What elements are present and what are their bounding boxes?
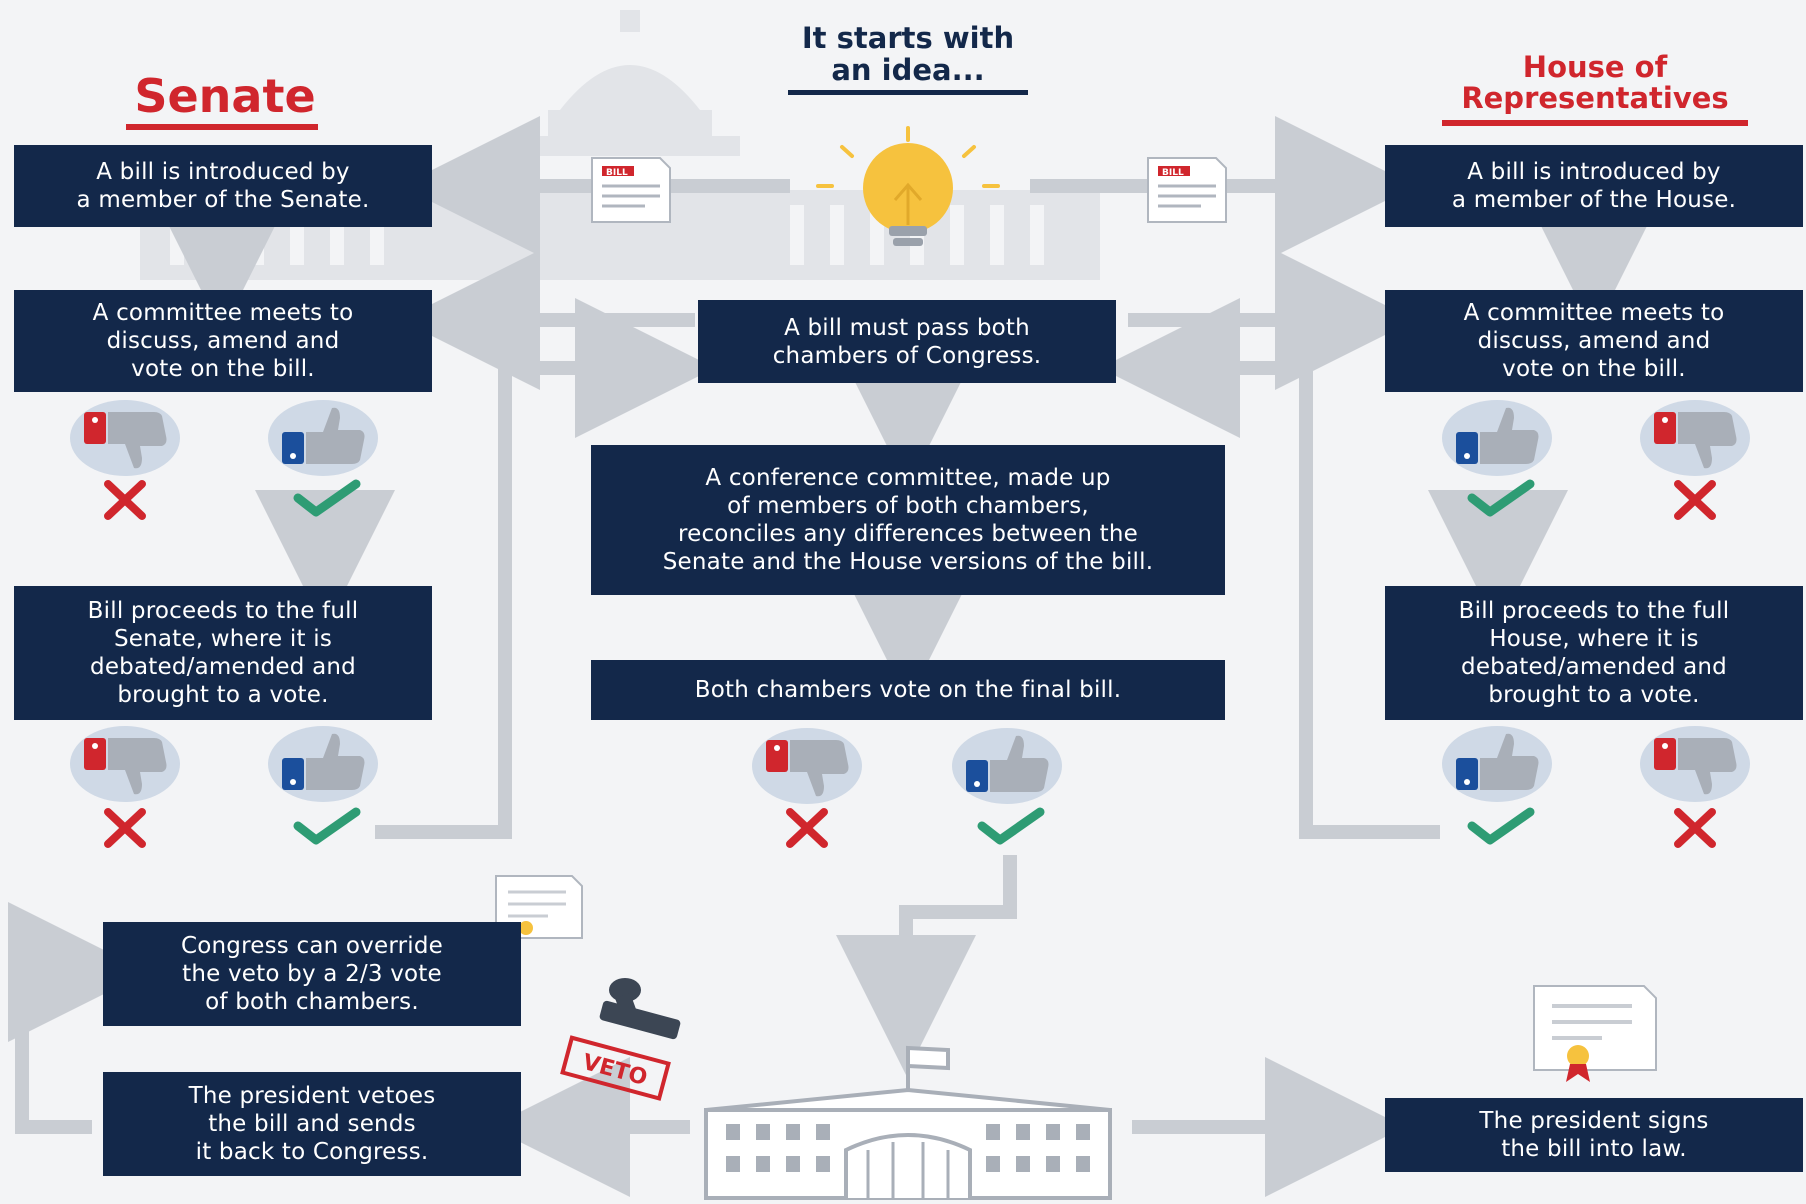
white-house-icon	[704, 1045, 1112, 1200]
house-full-vote-box: Bill proceeds to the full House, where i…	[1385, 586, 1803, 720]
president-vetoes-box: The president vetoes the bill and sends …	[103, 1072, 521, 1176]
lightbulb-icon	[816, 126, 1000, 246]
final-vote-box: Both chambers vote on the final bill.	[591, 660, 1225, 720]
senate-committee-box: A committee meets to discuss, amend and …	[14, 290, 432, 392]
idea-heading: It starts with an idea...	[801, 21, 1015, 87]
senate-underline	[126, 124, 318, 130]
house-committee-box: A committee meets to discuss, amend and …	[1385, 290, 1803, 392]
connector-arrows	[8, 116, 1664, 1197]
check-mark-icon	[298, 812, 356, 840]
check-mark-icon	[982, 812, 1040, 840]
thumbs-up-icon	[268, 726, 378, 802]
x-mark-icon	[1678, 812, 1712, 844]
house-heading: House of Representatives	[1461, 50, 1729, 115]
bill-doc-label-left: BILL	[606, 168, 628, 178]
check-mark-icon	[1472, 484, 1530, 512]
veto-stamp-icon: VETO	[560, 978, 681, 1101]
thumbs-up-icon	[268, 400, 378, 476]
x-mark-icon	[790, 812, 824, 844]
thumbs-up-icon	[1442, 726, 1552, 802]
president-signs-box: The president signs the bill into law.	[1385, 1098, 1803, 1172]
senate-full-vote-box: Bill proceeds to the full Senate, where …	[14, 586, 432, 720]
x-mark-icon	[1678, 484, 1712, 516]
conference-committee-box: A conference committee, made up of membe…	[591, 445, 1225, 595]
house-intro-box: A bill is introduced by a member of the …	[1385, 145, 1803, 227]
thumbs-down-icon	[752, 728, 862, 804]
thumbs-down-icon	[1640, 400, 1750, 476]
pass-both-chambers-box: A bill must pass both chambers of Congre…	[698, 300, 1116, 383]
certificate-icon	[1533, 985, 1657, 1082]
house-underline	[1442, 120, 1748, 126]
bill-document-icon	[1147, 157, 1227, 223]
thumbs-up-icon	[952, 728, 1062, 804]
bill-document-icon	[591, 157, 671, 223]
check-mark-icon	[298, 484, 356, 512]
senate-intro-box: A bill is introduced by a member of the …	[14, 145, 432, 227]
check-mark-icon	[1472, 812, 1530, 840]
veto-override-box: Congress can override the veto by a 2/3 …	[103, 922, 521, 1026]
thumbs-down-icon	[1640, 726, 1750, 802]
x-mark-icon	[108, 484, 142, 516]
thumbs-down-icon	[70, 400, 180, 476]
idea-underline	[788, 90, 1028, 95]
bill-doc-label-right: BILL	[1162, 168, 1184, 178]
thumbs-up-icon	[1442, 400, 1552, 476]
x-mark-icon	[108, 812, 142, 844]
thumbs-down-icon	[70, 726, 180, 802]
senate-heading: Senate	[134, 69, 316, 123]
